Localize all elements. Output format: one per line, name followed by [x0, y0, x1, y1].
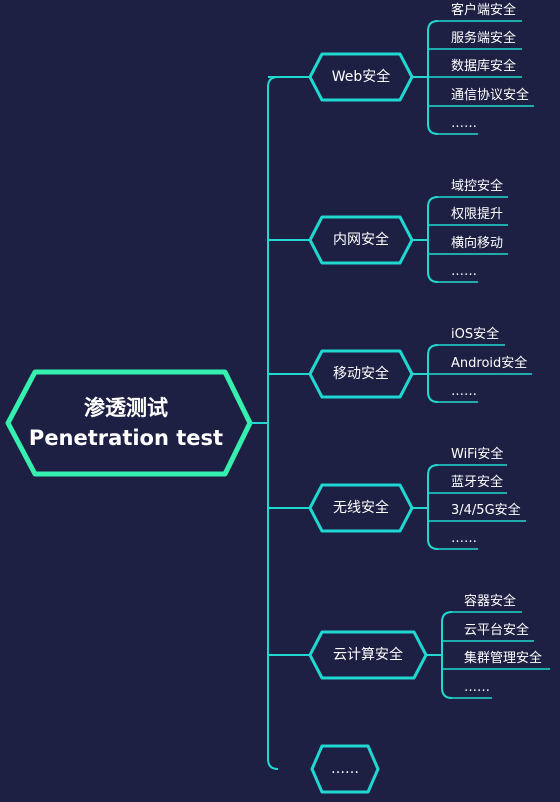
subtrunk-wireless: [427, 464, 439, 550]
leaf-item: 蓝牙安全: [451, 475, 504, 490]
category-label-cloud: 云计算安全: [333, 647, 403, 663]
leaf-item: 容器安全: [464, 594, 517, 609]
leaf-item: 服务端安全: [451, 31, 517, 46]
leaf-item: 云平台安全: [464, 623, 530, 638]
main-trunk: [267, 76, 279, 770]
leaf-item: 横向移动: [451, 236, 504, 251]
subtrunk-cloud: [441, 611, 453, 699]
subtrunk-intranet: [427, 196, 439, 283]
leaf-item: ……: [451, 384, 477, 399]
category-label-mobile: 移动安全: [333, 366, 389, 382]
leaf-item: ……: [464, 680, 490, 695]
leaf-item: 域控安全: [451, 179, 504, 194]
category-label-intranet: 内网安全: [333, 232, 389, 248]
root-title-cn: 渗透测试: [84, 396, 168, 420]
leaf-item: 权限提升: [451, 207, 504, 222]
leaf-item: 3/4/5G安全: [451, 503, 521, 518]
leaf-item: Android安全: [451, 356, 528, 371]
leaf-item: 客户端安全: [451, 3, 517, 18]
leaf-item: ……: [451, 116, 477, 131]
leaf-item: ……: [451, 531, 477, 546]
leaf-item: 数据库安全: [451, 59, 517, 74]
root-title-en: Penetration test: [28, 426, 224, 450]
category-label-wireless: 无线安全: [333, 500, 389, 516]
leaf-item: iOS安全: [451, 327, 500, 342]
leaf-item: WiFi安全: [451, 447, 504, 462]
leaf-item: 集群管理安全: [464, 651, 543, 666]
category-label-web: Web安全: [331, 69, 391, 85]
leaf-item: ……: [451, 264, 477, 279]
category-node-more: [310, 744, 380, 794]
category-label-more: ……: [331, 761, 359, 777]
leaf-item: 通信协议安全: [451, 88, 530, 103]
